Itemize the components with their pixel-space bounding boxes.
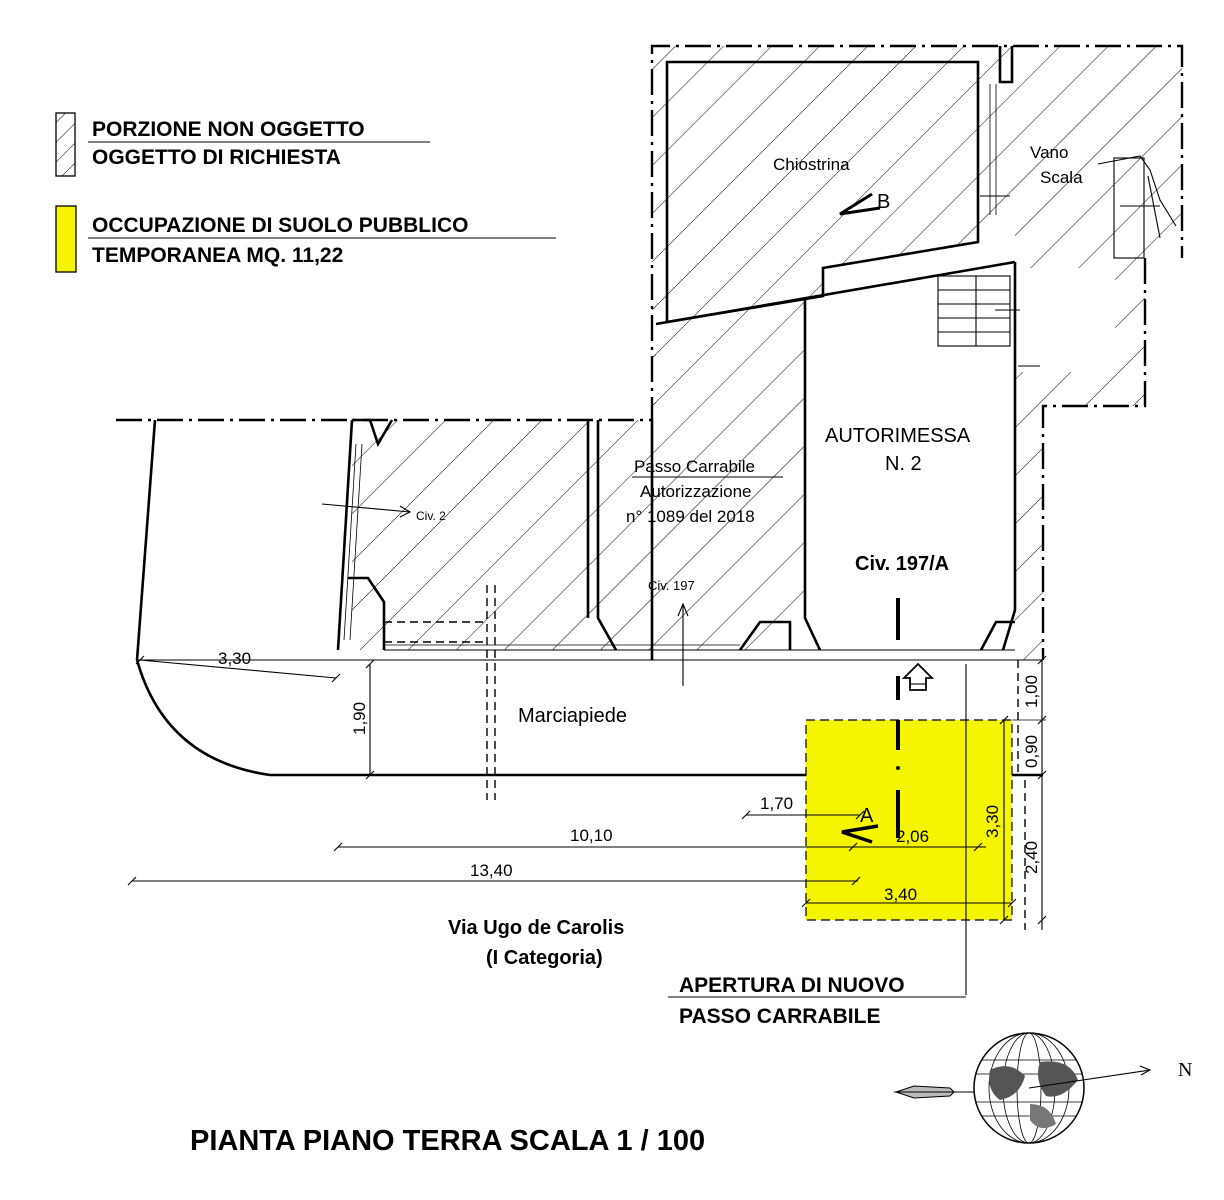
dim-330-right: 3,30 xyxy=(983,805,1002,838)
street-category: (I Categoria) xyxy=(486,947,603,969)
hatched-areas xyxy=(352,46,1182,660)
legend-yellow-swatch xyxy=(55,205,77,273)
civic-number-197: Civ. 197 xyxy=(648,578,695,593)
dim-330-left: 3,30 xyxy=(218,649,251,668)
legend-hatch-swatch xyxy=(55,112,76,177)
civic-number-2: Civ. 2 xyxy=(416,509,446,523)
room-label-vano: Vano xyxy=(1030,143,1068,162)
sidewalk-label: Marciapiede xyxy=(518,705,627,727)
new-opening-label-1: APERTURA DI NUOVO xyxy=(679,974,905,997)
dim-100: 1,00 xyxy=(1022,675,1041,708)
legend-hatch-label-1: PORZIONE NON OGGETTO xyxy=(92,118,365,141)
dim-170: 1,70 xyxy=(760,794,793,813)
public-ground-occupation-area xyxy=(805,719,1013,921)
legend-yellow-label-1: OCCUPAZIONE DI SUOLO PUBBLICO xyxy=(92,214,468,237)
north-label: N xyxy=(1178,1059,1192,1081)
dim-340: 3,40 xyxy=(884,885,917,904)
dim-240: 2,40 xyxy=(1022,841,1041,874)
new-opening-label-2: PASSO CARRABILE xyxy=(679,1005,880,1028)
dim-1010: 10,10 xyxy=(570,826,613,845)
street-name: Via Ugo de Carolis xyxy=(448,917,624,939)
room-label-autorimessa: AUTORIMESSA xyxy=(825,425,971,447)
room-label-scala: Scala xyxy=(1040,168,1083,187)
dimension-lines xyxy=(127,655,1047,995)
legend-hatch-label-2: OGGETTO DI RICHIESTA xyxy=(92,146,341,169)
legend-yellow-label-2: TEMPORANEA MQ. 11,22 xyxy=(92,244,343,267)
north-globe-icon xyxy=(894,1032,1152,1144)
room-label-chiostrina: Chiostrina xyxy=(773,155,850,174)
civic-number-197a: Civ. 197/A xyxy=(855,553,949,575)
section-mark-b: B xyxy=(877,191,890,213)
section-lines xyxy=(839,192,935,844)
passo-number-label: n° 1089 del 2018 xyxy=(626,507,755,526)
dim-206: 2,06 xyxy=(896,827,929,846)
passo-autorizzazione-label: Autorizzazione xyxy=(640,482,752,501)
labels: Chiostrina B Vano Scala AUTORIMESSA N. 2… xyxy=(218,143,1083,1028)
room-label-autorimessa-number: N. 2 xyxy=(885,453,922,475)
access-arrows xyxy=(321,503,689,686)
section-mark-a: A xyxy=(860,805,874,827)
dim-1340: 13,40 xyxy=(470,861,513,880)
passo-carrabile-label: Passo Carrabile xyxy=(634,457,755,476)
walls xyxy=(116,44,1184,661)
dim-190: 1,90 xyxy=(350,702,369,735)
drawing-title: PIANTA PIANO TERRA SCALA 1 / 100 xyxy=(190,1125,705,1157)
dim-090: 0,90 xyxy=(1022,735,1041,768)
legend: PORZIONE NON OGGETTO OGGETTO DI RICHIEST… xyxy=(55,112,556,273)
sidewalk xyxy=(135,585,1043,930)
